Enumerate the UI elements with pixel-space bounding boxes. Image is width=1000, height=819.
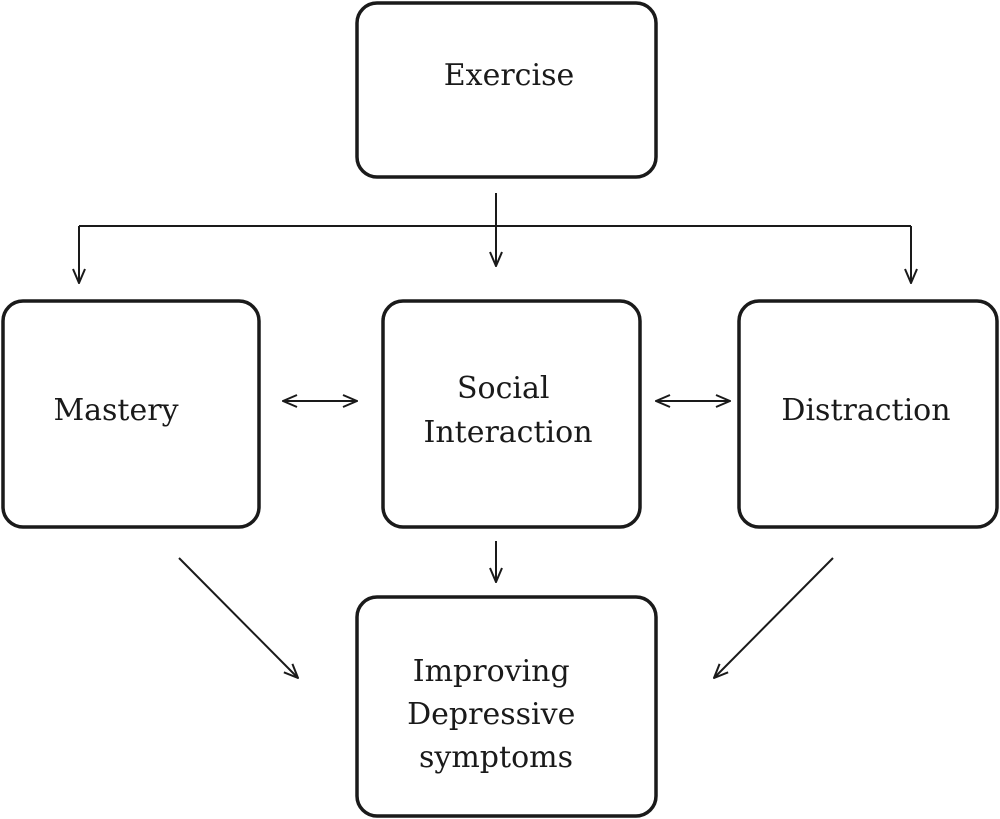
- node-mastery-label: Mastery: [53, 393, 178, 428]
- node-outcome-label: Improving Depressive symptoms: [407, 654, 585, 775]
- node-exercise-label: Exercise: [444, 58, 574, 93]
- node-mastery: Mastery: [1, 299, 261, 529]
- node-distraction-box: [737, 299, 999, 529]
- edge-distraction-to-outcome: [714, 557, 834, 678]
- node-mastery-box: [1, 299, 261, 529]
- node-social-interaction-box: [381, 299, 642, 529]
- node-outcome-box: [355, 595, 658, 818]
- node-exercise-box: [355, 1, 658, 179]
- connectors: [79, 193, 911, 678]
- node-distraction: Distraction: [737, 299, 999, 529]
- node-outcome: Improving Depressive symptoms: [355, 595, 658, 818]
- edge-mastery-to-outcome: [178, 557, 298, 678]
- node-social-interaction-label: Social Interaction: [423, 371, 592, 450]
- node-exercise: Exercise: [355, 1, 658, 179]
- node-social-interaction: Social Interaction: [381, 299, 642, 529]
- node-distraction-label: Distraction: [781, 393, 950, 428]
